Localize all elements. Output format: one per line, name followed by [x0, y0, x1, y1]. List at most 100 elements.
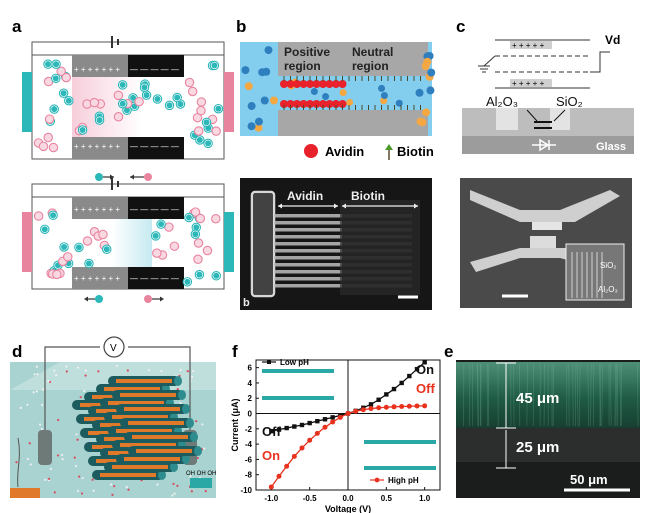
ion-dot: [203, 447, 206, 450]
ion-dot: [33, 373, 36, 376]
ion-dot: [147, 369, 151, 372]
y-tick-label: -6: [245, 455, 253, 464]
x-tick-label: 1.0: [419, 494, 431, 503]
ion-dot: [74, 465, 78, 468]
ion-dot: [195, 420, 198, 423]
inset-channel-top: [262, 369, 334, 373]
negative-gate-top: [128, 55, 184, 77]
annotation-on-top: On: [416, 362, 434, 377]
flow-arrows: [95, 173, 152, 181]
ion: [380, 92, 388, 100]
panel-f-letter: f: [232, 342, 238, 361]
vd-label: Vd: [605, 33, 620, 47]
ion-dot: [80, 492, 84, 495]
ion-dot: [75, 433, 78, 436]
y-tick-label: 4: [248, 379, 253, 388]
ion: [262, 67, 271, 76]
ion-core: [41, 226, 48, 233]
data-point-low-ph: [269, 428, 274, 434]
data-point-high-ph: [399, 403, 405, 409]
avidin-molecule: [306, 100, 314, 108]
svg-text:— — — — —: — — — — —: [130, 65, 179, 74]
avidin-molecule: [293, 100, 301, 108]
data-point-low-ph: [422, 360, 427, 365]
ion-dot: [196, 456, 199, 460]
streak: [614, 363, 616, 427]
ion-dot: [84, 369, 87, 372]
al2o3-label: Al₂O₃: [486, 94, 518, 109]
ion-core: [53, 61, 60, 68]
data-point-high-ph: [391, 404, 397, 410]
nanotube-end: [182, 404, 190, 414]
ion-dot: [55, 374, 58, 377]
ion-dot: [171, 494, 174, 497]
ion: [89, 97, 100, 108]
panel-a-letter: a: [12, 17, 22, 36]
avidin-molecule: [286, 100, 295, 108]
ion-dot: [97, 370, 100, 373]
ion-dot: [84, 374, 87, 377]
legend-low-ph: Low pH: [280, 358, 309, 367]
ion-core: [52, 75, 59, 82]
ion-core: [177, 101, 184, 108]
avidin-molecule: [293, 80, 301, 88]
ion: [193, 126, 204, 136]
avidin-molecule: [306, 80, 314, 88]
data-point-low-ph: [299, 422, 305, 428]
ion-dot: [76, 366, 80, 369]
data-point-low-ph: [276, 427, 282, 432]
ion: [211, 213, 221, 224]
ion: [63, 252, 73, 262]
nanotube-core: [124, 457, 180, 461]
ion: [152, 248, 162, 258]
ion: [322, 93, 330, 101]
ion-dot: [19, 406, 22, 410]
ion-core: [185, 214, 192, 221]
ion-core: [85, 260, 92, 267]
avidin-molecule: [280, 80, 288, 88]
data-point-high-ph: [314, 430, 320, 436]
ion-core: [141, 84, 148, 91]
svg-text:+ + + + + + +: + + + + + + +: [74, 274, 120, 283]
meter-label: V: [110, 343, 117, 354]
y-tick-label: -4: [245, 440, 253, 449]
ion-dot: [192, 369, 195, 372]
thickness-45-label: 45 μm: [516, 390, 559, 407]
inset-sio2-label: SiO₂: [600, 261, 616, 270]
nanotube-end: [158, 470, 166, 480]
ion-dot: [156, 483, 159, 486]
ion-dot: [35, 365, 38, 368]
channel-stripe: [274, 221, 342, 225]
ion-core: [158, 221, 165, 228]
ion-dot: [83, 390, 86, 393]
ion: [193, 254, 203, 265]
panel-c-letter: c: [456, 17, 465, 36]
avidin-molecule: [280, 100, 288, 108]
ion-dot: [179, 368, 182, 372]
ion-dot: [53, 369, 56, 372]
y-tick-label: -10: [240, 486, 252, 495]
ion-core: [192, 231, 199, 238]
data-point-high-ph: [299, 445, 305, 451]
nanotube-end: [170, 462, 178, 472]
y-tick-label: 6: [248, 364, 253, 373]
positive-gate-bottom: [72, 137, 128, 159]
ion-core: [50, 212, 57, 219]
nanotube-end: [186, 418, 194, 428]
data-point-low-ph: [384, 392, 389, 397]
inset-channel-bottom: [364, 466, 436, 470]
ion-dot: [44, 478, 47, 482]
bottom-gate: [278, 110, 428, 136]
ion: [43, 132, 53, 143]
ion-core: [103, 246, 110, 253]
nanotube-core: [132, 435, 188, 439]
data-point-low-ph: [315, 418, 320, 424]
svg-text:+ + + + +: + + + + +: [512, 41, 545, 50]
data-point-high-ph: [360, 407, 366, 413]
ion-dot: [190, 375, 194, 378]
ion-dot: [204, 489, 207, 493]
